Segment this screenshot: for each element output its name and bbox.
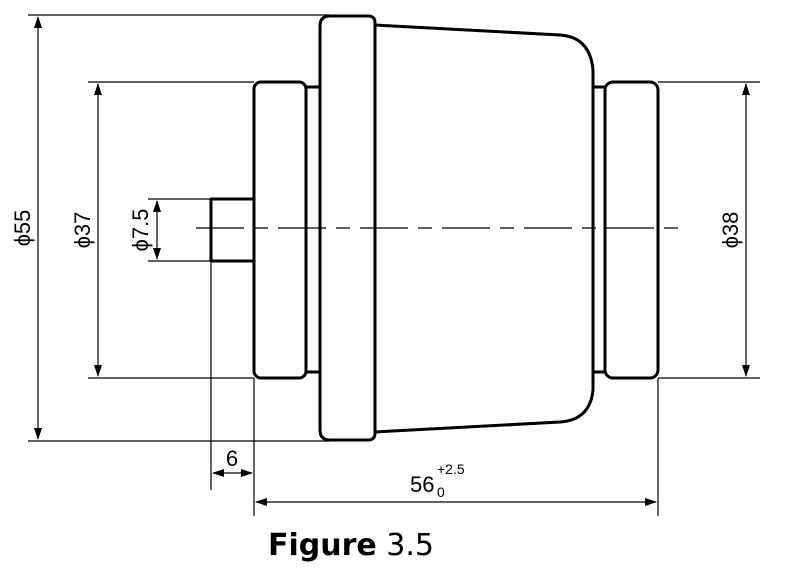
label-len56-upper-tol: +2.5	[437, 461, 465, 477]
caption-word: Figure	[268, 528, 377, 563]
dimension-lines	[34, 16, 750, 506]
left-cap	[252, 80, 308, 380]
right-cap	[603, 80, 660, 380]
extension-lines	[28, 14, 760, 516]
figure-caption: Figure 3.5	[268, 528, 434, 563]
flange	[318, 14, 377, 442]
tapered-body	[374, 23, 595, 434]
label-d55: ϕ55	[10, 210, 35, 247]
left-pin	[209, 197, 254, 263]
label-d38: ϕ38	[718, 212, 743, 249]
right-neck	[593, 85, 605, 374]
label-d37: ϕ37	[70, 212, 95, 249]
label-d7-5: ϕ7.5	[128, 209, 153, 252]
label-len6: 6	[226, 446, 238, 471]
label-len56: 56	[410, 472, 434, 497]
label-len56-lower-tol: 0	[437, 484, 445, 500]
fuse-body	[209, 14, 660, 442]
dimension-labels: ϕ55 ϕ37 ϕ7.5 ϕ38 6 56 +2.5 0	[10, 209, 743, 500]
caption-number: 3.5	[386, 528, 435, 563]
